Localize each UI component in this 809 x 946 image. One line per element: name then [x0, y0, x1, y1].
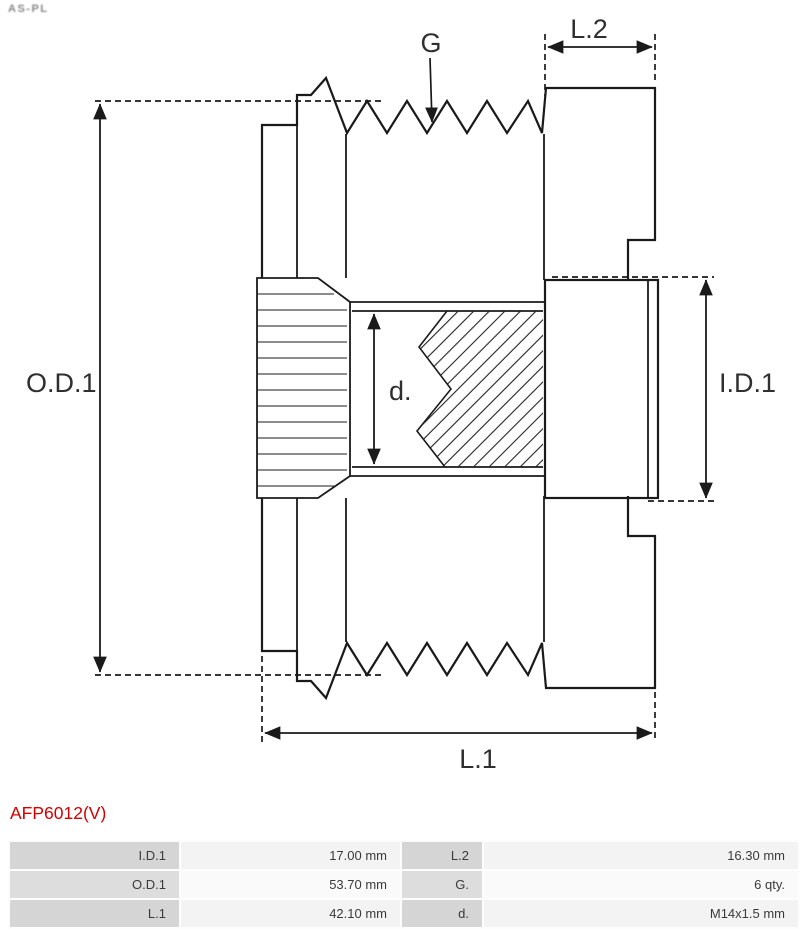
- dimension-g: G: [420, 28, 442, 123]
- brand-logo-text: AS-PL: [8, 3, 49, 15]
- dimension-l2: L.2: [544, 14, 656, 96]
- specs-table-row: O.D.1 53.70 mm G. 6 qty.: [10, 871, 798, 898]
- spec-value-cell: 53.70 mm: [181, 871, 400, 898]
- spec-label-cell: I.D.1: [10, 842, 179, 869]
- bearing-hub: [543, 278, 660, 500]
- specs-table-row: L.1 42.10 mm d. M14x1.5 mm: [10, 900, 798, 927]
- d-label: d.: [389, 376, 412, 406]
- spec-label-cell: O.D.1: [10, 871, 179, 898]
- l2-label: L.2: [570, 14, 608, 44]
- dimensions: O.D.1 L.2 G I.D.1 d.: [26, 14, 776, 774]
- spec-value-cell: 42.10 mm: [181, 900, 400, 927]
- pulley-cross-section: [256, 75, 660, 701]
- splined-bushing: [256, 277, 351, 499]
- spec-value-cell: 16.30 mm: [484, 842, 798, 869]
- specs-table: I.D.1 17.00 mm L.2 16.30 mm O.D.1 53.70 …: [8, 840, 800, 929]
- web-section-lines: [296, 125, 545, 651]
- specs-table-row: I.D.1 17.00 mm L.2 16.30 mm: [10, 842, 798, 869]
- spec-value-cell: 6 qty.: [484, 871, 798, 898]
- dimension-id1: I.D.1: [552, 276, 776, 502]
- spec-label-cell: L.2: [402, 842, 482, 869]
- id1-label: I.D.1: [719, 368, 776, 398]
- dimension-d: d.: [367, 313, 412, 465]
- pulley-outline-bottom: [260, 496, 657, 701]
- spec-value-cell: M14x1.5 mm: [484, 900, 798, 927]
- g-label: G: [420, 28, 441, 58]
- dimension-l1: L.1: [261, 656, 656, 774]
- bushing-serration-lines: [258, 293, 347, 487]
- brand-logo: AS-PL: [8, 3, 49, 17]
- thread-hatching: [417, 311, 543, 467]
- spec-label-cell: G.: [402, 871, 482, 898]
- spec-label-cell: L.1: [10, 900, 179, 927]
- l1-label: L.1: [459, 744, 497, 774]
- technical-drawing: O.D.1 L.2 G I.D.1 d.: [26, 14, 776, 774]
- spec-value-cell: 17.00 mm: [181, 842, 400, 869]
- dimension-od1: O.D.1: [26, 100, 385, 676]
- spec-label-cell: d.: [402, 900, 482, 927]
- part-number: AFP6012(V): [10, 803, 107, 823]
- threaded-bore: [350, 301, 545, 477]
- od1-label: O.D.1: [26, 368, 97, 398]
- pulley-outline-top: [260, 75, 657, 280]
- g-leader-arrow: [425, 57, 438, 123]
